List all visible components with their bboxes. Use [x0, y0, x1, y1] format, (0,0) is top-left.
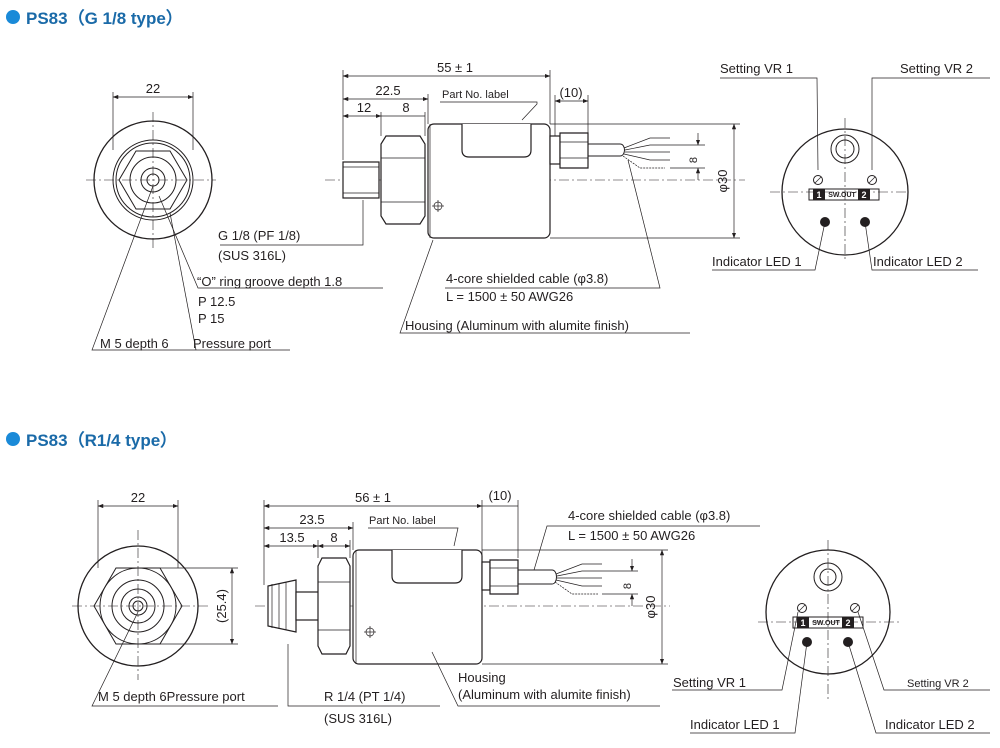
s2-thread: R 1/4 (PT 1/4)	[324, 689, 405, 704]
s2-dim-cable-8: 8	[622, 583, 634, 589]
s2-dim-hex: (25.4)	[214, 589, 229, 623]
s2-dim-overall: 56 ± 1	[355, 490, 391, 505]
section2-title-text: PS83（R1/4 type）	[26, 431, 178, 450]
s1-n2: 2	[861, 190, 866, 200]
s1-m5: M 5 depth 6	[100, 336, 169, 351]
s2-n1: 1	[800, 618, 805, 628]
s2-dim-8: 8	[330, 530, 337, 545]
s2-dim-13-5: 13.5	[279, 530, 304, 545]
s1-dim-10: (10)	[559, 85, 582, 100]
s1-oring-label: “O” ring groove depth 1.8	[197, 274, 342, 289]
s2-led1: Indicator LED 1	[690, 717, 780, 732]
s1-dim-phi30: φ30	[715, 170, 730, 193]
s1-cable-line1: 4-core shielded cable (φ3.8)	[446, 271, 608, 286]
s2-m5-port: M 5 depth 6Pressure port	[98, 689, 245, 704]
s1-cable-line2: L = 1500 ± 50 AWG26	[446, 289, 573, 304]
s1-led2: Indicator LED 2	[873, 254, 963, 269]
s2-side-view	[255, 500, 760, 707]
s2-cable-line2: L = 1500 ± 50 AWG26	[568, 528, 695, 543]
s2-sw-out: SW.OUT	[812, 620, 840, 627]
s1-vr2: Setting VR 2	[900, 61, 973, 76]
s1-p12: P 12.5	[198, 294, 235, 309]
s1-dim-8: 8	[402, 100, 409, 115]
s1-rear-view	[712, 77, 990, 271]
s2-front-view	[72, 500, 278, 707]
s2-vr1: Setting VR 1	[673, 675, 746, 690]
s1-housing: Housing (Aluminum with alumite finish)	[405, 318, 629, 333]
s1-part-no-label: Part No. label	[442, 89, 509, 101]
s2-rear-view	[672, 540, 990, 734]
s1-led1: Indicator LED 1	[712, 254, 802, 269]
s1-pressure-port: Pressure port	[193, 336, 271, 351]
s1-front-view: 22	[86, 81, 383, 351]
s2-housing-line1: Housing	[458, 670, 506, 685]
s1-thread: G 1/8 (PF 1/8)	[218, 228, 300, 243]
s1-dim-22: 22	[146, 81, 160, 96]
s1-dim-12: 12	[357, 100, 371, 115]
s1-n1: 1	[816, 190, 821, 200]
s2-part-no-label: Part No. label	[369, 515, 436, 527]
s2-cable-line1: 4-core shielded cable (φ3.8)	[568, 508, 730, 523]
s2-dim-phi30: φ30	[643, 596, 658, 619]
s1-dim-overall: 55 ± 1	[437, 60, 473, 75]
s2-housing-line2: (Aluminum with alumite finish)	[458, 687, 631, 702]
section1-title: PS83（G 1/8 type）	[6, 4, 183, 29]
s1-p15: P 15	[198, 311, 225, 326]
s2-n2: 2	[845, 618, 850, 628]
s2-dim-23-5: 23.5	[299, 512, 324, 527]
s1-vr1: Setting VR 1	[720, 61, 793, 76]
s1-sw-out: SW.OUT	[828, 192, 856, 199]
bullet-icon	[6, 431, 20, 446]
section1-title-text: PS83（G 1/8 type）	[26, 9, 183, 28]
section2-title: PS83（R1/4 type）	[6, 426, 177, 451]
s2-dim-22: 22	[131, 490, 145, 505]
s1-dim-cable-8: 8	[688, 157, 700, 163]
bullet-icon	[6, 9, 20, 24]
s1-material: (SUS 316L)	[218, 248, 286, 263]
s2-material: (SUS 316L)	[324, 711, 392, 726]
s2-led2: Indicator LED 2	[885, 717, 975, 732]
s2-dim-10: (10)	[488, 488, 511, 503]
s1-side-view	[220, 70, 745, 334]
s1-dim-22-5: 22.5	[375, 83, 400, 98]
s2-vr2: Setting VR 2	[907, 678, 969, 690]
